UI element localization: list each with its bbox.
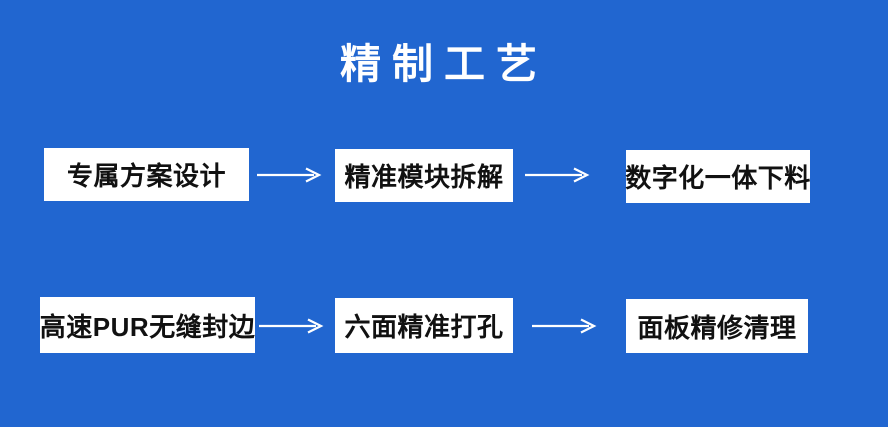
arrow-right-icon [532,318,597,334]
flow-step-label: 专属方案设计 [66,161,226,191]
flow-step-box: 数字化一体下料 [625,150,811,203]
flow-step-box: 专属方案设计 [44,148,249,201]
flow-step-label: 数字化一体下料 [625,163,811,193]
flow-step-box: 高速PUR无缝封边 [40,297,255,353]
flow-step-label: 六面精准打孔 [344,312,504,342]
arrow-right-icon [259,318,324,334]
flow-step-box: 精准模块拆解 [335,149,513,202]
arrow-right-icon [525,167,590,183]
flow-step-box: 六面精准打孔 [335,298,513,353]
flow-step-label: 精准模块拆解 [344,162,504,192]
page-title: 精制工艺 [340,41,548,87]
flow-step-label: 面板精修清理 [637,312,797,343]
flow-step-label: 高速PUR无缝封边 [39,311,256,342]
flow-step-box: 面板精修清理 [626,299,808,353]
arrow-right-icon [257,167,322,183]
